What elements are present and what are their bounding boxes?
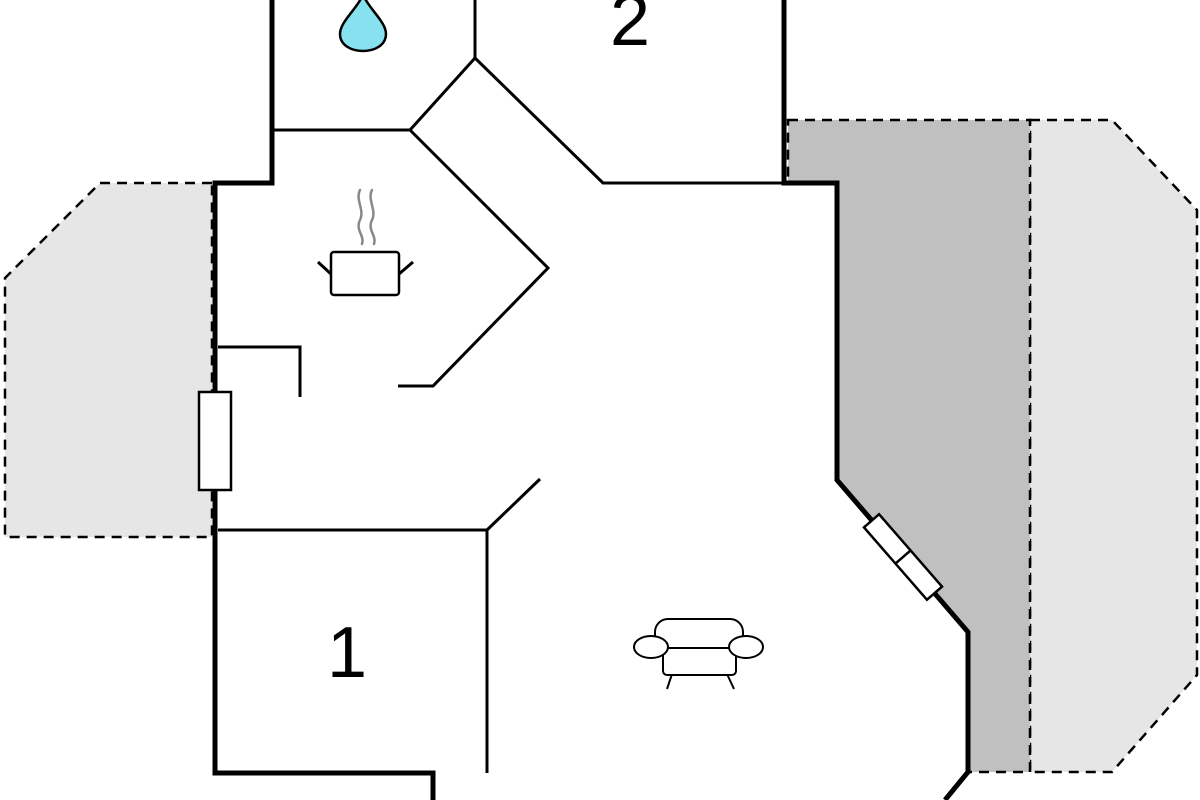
cooking-pot-icon — [316, 188, 414, 297]
room-1-number: 1 — [327, 613, 367, 693]
water-drop-icon — [338, 0, 388, 53]
armchair-icon — [633, 618, 764, 690]
terrace-right — [1028, 118, 1199, 774]
window-right — [862, 512, 944, 602]
room-2-number: 2 — [610, 0, 650, 61]
terrace-left — [3, 181, 214, 539]
interior-walls — [218, 0, 784, 773]
covered-terrace — [786, 118, 1032, 774]
window-left — [197, 390, 233, 492]
